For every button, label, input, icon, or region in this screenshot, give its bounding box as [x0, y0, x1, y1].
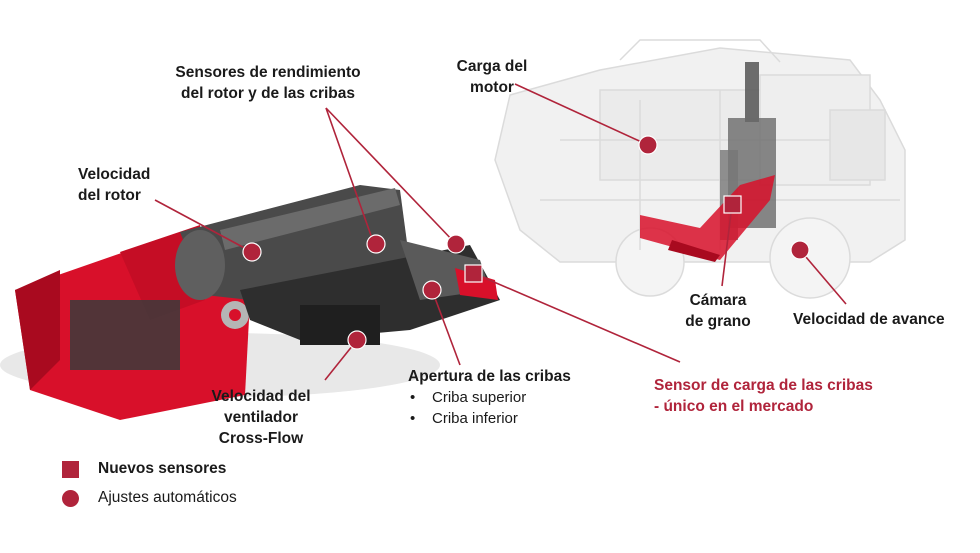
leader-lines [154, 83, 847, 381]
bullet-icon: • [410, 410, 416, 427]
engine-load-marker [638, 135, 658, 155]
sieve-load-sensor-marker [464, 264, 483, 283]
circle-marker-icon [62, 489, 79, 507]
combine-ghost-illustration [494, 39, 906, 299]
combine-rotor-illustration [0, 185, 500, 420]
sieve-opening-item-upper: •Criba superior [410, 389, 527, 406]
label-fan-speed: Velocidad del ventilador Cross-Flow [211, 388, 311, 447]
label-engine-load: Carga del motor [456, 58, 528, 96]
label-rotor-sieve-sensors: Sensores de rendimiento del rotor y de l… [175, 64, 361, 102]
bullet-icon: • [410, 389, 416, 406]
fan-speed-marker [347, 330, 367, 350]
ground-speed-marker [790, 240, 810, 260]
markers [242, 135, 810, 350]
label-rotor-speed: Velocidad del rotor [78, 166, 151, 204]
sieve-opening-item-lower: •Criba inferior [410, 410, 518, 427]
rotor-yield-sensor-marker [366, 234, 386, 254]
label-sieve-load-sensor: Sensor de carga de las cribas - único en… [654, 377, 873, 415]
square-marker-icon [62, 460, 79, 478]
grain-camera-marker [723, 195, 742, 214]
label-ground-speed: Velocidad de avance [793, 311, 945, 328]
label-sieve-opening: Apertura de las cribas [408, 368, 571, 385]
sieve-yield-sensor-marker [446, 234, 466, 254]
sieve-opening-marker [422, 280, 442, 300]
legend-auto-adjust: Ajustes automáticos [62, 489, 237, 507]
label-grain-camera: Cámara de grano [685, 292, 751, 330]
rotor-speed-marker [242, 242, 262, 262]
legend-new-sensors: Nuevos sensores [62, 460, 226, 478]
